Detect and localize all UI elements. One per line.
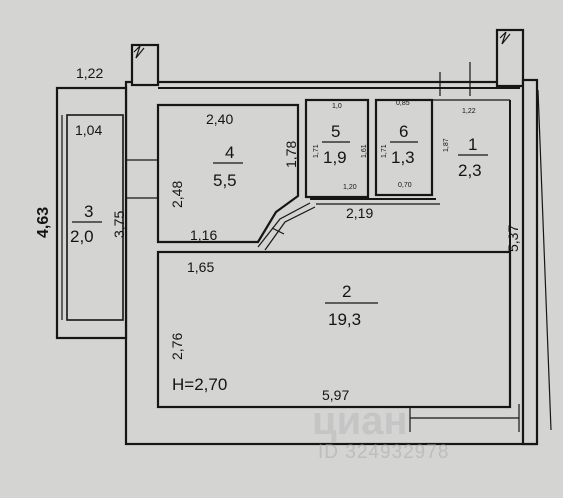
room-4-number: 4 [225, 143, 234, 162]
break-mark-left [133, 45, 145, 59]
balcony-outline [55, 86, 128, 340]
room-2-left-height: 2,76 [169, 333, 185, 360]
left-height-length: 4,63 [35, 207, 52, 238]
room-3-labels: 1,04 3 2,0 3,75 [70, 122, 127, 246]
room-1-labels: 1,22 1,87 1 2,3 [443, 108, 488, 180]
watermark-id: ID 324932978 [318, 442, 449, 463]
room-1-top-width: 1,22 [462, 108, 476, 115]
room-1-area: 2,3 [458, 161, 482, 180]
watermark-brand: циан [312, 399, 408, 443]
break-mark-right [499, 31, 511, 45]
diagonal-tick [271, 227, 285, 235]
room-2-right-height: 5,37 [505, 225, 521, 252]
room-3-width: 1,04 [75, 122, 102, 138]
room-6-top-width: 0,85 [396, 100, 410, 107]
room-6-outline [374, 98, 434, 197]
room-3-area: 2,0 [70, 227, 94, 246]
room-2-bottom-width: 5,97 [322, 387, 349, 403]
room-4-bottom-width: 1,16 [190, 227, 217, 243]
room-5-number: 5 [331, 122, 340, 141]
room-5-right-height: 1,61 [361, 144, 368, 158]
room-6-labels: 0,85 1,71 6 1,3 0,70 [381, 100, 418, 189]
room-4-outline [156, 103, 300, 244]
room-3-height: 3,75 [111, 211, 127, 238]
right-edge-line [537, 89, 552, 431]
balcony-inner [66, 114, 124, 321]
room-5-left-height: 1,71 [313, 144, 320, 158]
room-2-labels: 2,19 5,37 1,65 2 19,3 2,76 H=2,70 5,97 [169, 205, 521, 403]
room-3-number: 3 [84, 202, 93, 221]
room-5-area: 1,9 [323, 148, 347, 167]
room-5-outline [304, 98, 370, 199]
ceiling-height: H=2,70 [172, 375, 227, 394]
top-wall-length: 1,22 [76, 65, 103, 81]
room-2-area: 19,3 [328, 310, 361, 329]
room-4-left-height: 2,48 [169, 181, 185, 208]
room-6-area: 1,3 [391, 148, 415, 167]
room-6-bottom-width: 0,70 [398, 182, 412, 189]
riser-left [130, 43, 160, 87]
right-wall-strip [521, 78, 539, 446]
room-6-left-height: 1,71 [381, 144, 388, 158]
corridor-width: 2,19 [346, 205, 373, 221]
watermark: циан ID 324932978 [312, 399, 449, 463]
room-5-top-width: 1,0 [332, 103, 342, 110]
room-5-labels: 1,0 1,71 1,61 5 1,9 1,20 [313, 103, 368, 191]
room-4-top-width: 2,40 [206, 111, 233, 127]
room-6-number: 6 [399, 122, 408, 141]
room-2-outline [156, 250, 512, 409]
room-4-labels: 2,40 1,78 2,48 4 5,5 1,16 [169, 111, 299, 243]
riser-right [495, 28, 525, 88]
room-2-top-width: 1,65 [187, 259, 214, 275]
room-1-left-height: 1,87 [443, 138, 450, 152]
room-4-right-height: 1,78 [283, 141, 299, 168]
corridor-diagonal [257, 202, 316, 251]
room-2-number: 2 [342, 282, 351, 301]
room-1-number: 1 [468, 135, 477, 154]
room-4-area: 5,5 [213, 171, 237, 190]
room-5-bottom-width: 1,20 [343, 184, 357, 191]
